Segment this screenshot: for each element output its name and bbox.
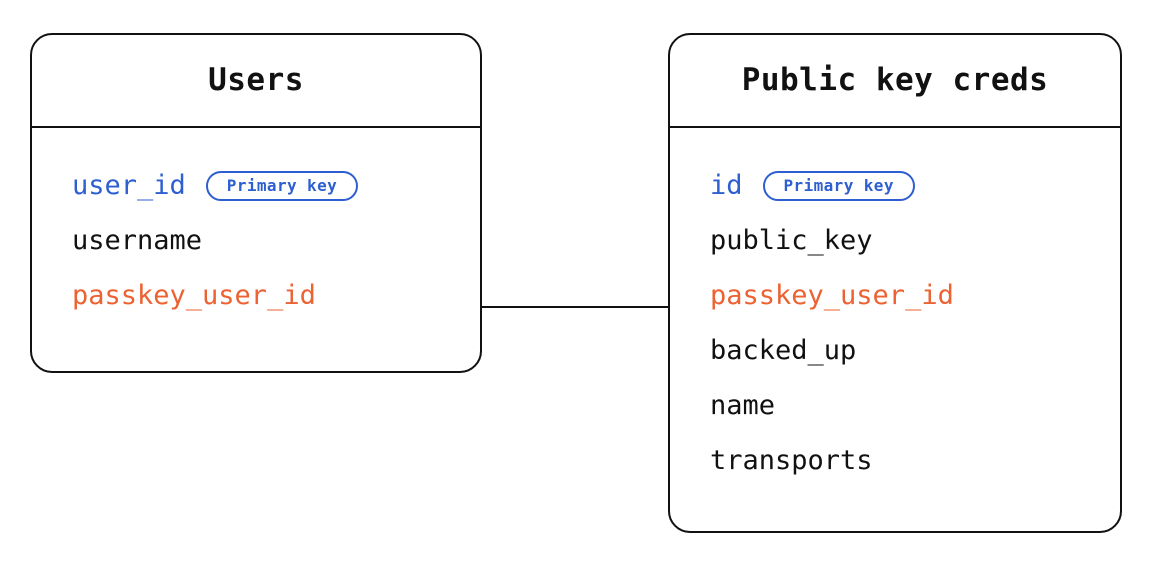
primary-key-badge: Primary key: [762, 170, 915, 201]
field-name-transports: transports: [710, 445, 873, 476]
field-name-id: id: [710, 170, 743, 201]
entity-users[interactable]: Users user_id Primary key username passk…: [30, 33, 482, 373]
field-row[interactable]: username: [32, 213, 480, 268]
field-row[interactable]: backed_up: [670, 323, 1120, 378]
entity-users-header: Users: [32, 35, 480, 128]
entity-users-fields: user_id Primary key username passkey_use…: [32, 128, 480, 323]
entity-public-key-creds[interactable]: Public key creds id Primary key public_k…: [668, 33, 1122, 533]
field-row[interactable]: passkey_user_id: [670, 268, 1120, 323]
field-row[interactable]: user_id Primary key: [32, 158, 480, 213]
field-name-public-key: public_key: [710, 225, 873, 256]
field-row[interactable]: id Primary key: [670, 158, 1120, 213]
primary-key-badge-label: Primary key: [226, 175, 338, 195]
field-name-user-id: user_id: [72, 170, 186, 201]
primary-key-badge-label: Primary key: [783, 175, 894, 195]
primary-key-badge: Primary key: [205, 170, 359, 201]
entity-public-key-creds-title: Public key creds: [741, 62, 1049, 98]
field-name-passkey-user-id: passkey_user_id: [710, 280, 954, 311]
relationship-connector-users-credentials: [481, 306, 669, 308]
field-name-passkey-user-id: passkey_user_id: [72, 280, 316, 311]
field-name-backed-up: backed_up: [710, 335, 857, 366]
field-row[interactable]: public_key: [670, 213, 1120, 268]
entity-public-key-creds-header: Public key creds: [670, 35, 1120, 128]
field-row[interactable]: passkey_user_id: [32, 268, 480, 323]
field-row[interactable]: name: [670, 378, 1120, 433]
entity-users-title: Users: [208, 62, 304, 98]
field-row[interactable]: transports: [670, 433, 1120, 488]
field-name-name: name: [710, 390, 776, 421]
field-name-username: username: [72, 225, 203, 256]
entity-public-key-creds-fields: id Primary key public_key passkey_user_i…: [670, 128, 1120, 488]
